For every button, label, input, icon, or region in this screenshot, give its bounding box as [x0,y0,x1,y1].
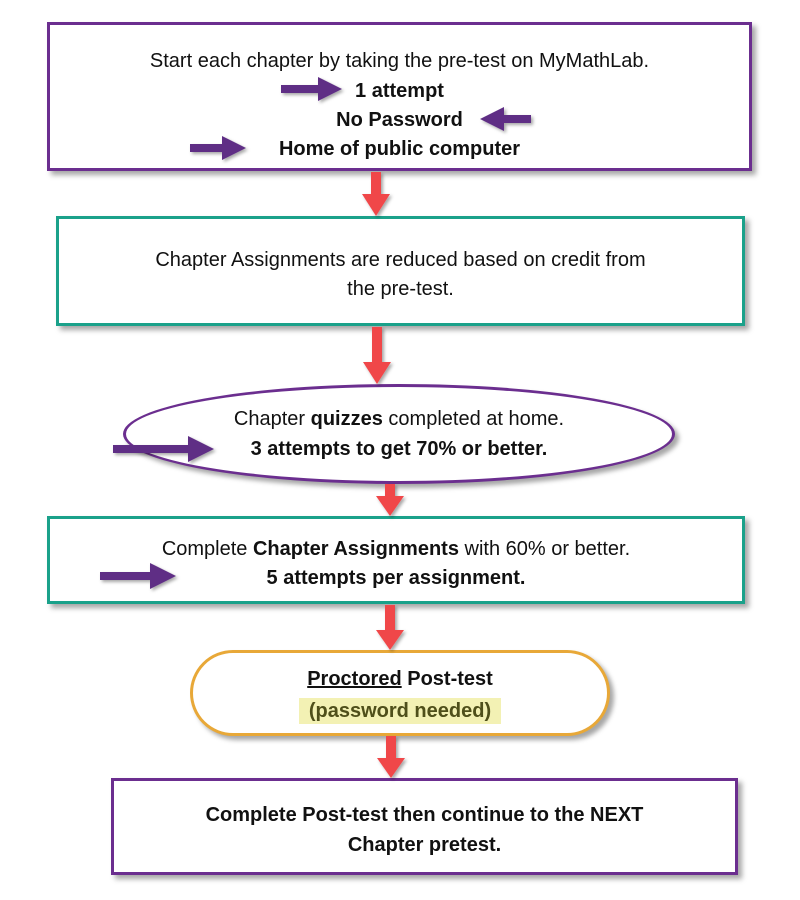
password-needed-line: (password needed) [193,697,607,726]
red-down-arrow-icon [376,605,404,650]
red-down-arrow-icon [363,327,391,384]
posttest-keyword: Post-test [401,668,493,690]
quizzes-keyword: quizzes [310,408,383,430]
quizzes-line1-prefix: Chapter [233,408,311,430]
proctored-posttest-pill: Proctored Post-test (password needed) [190,650,610,736]
assignment-attempts-text: 5 attempts per assignment. [266,567,526,589]
location-text: Home of public computer [278,138,521,160]
quizzes-ellipse: Chapter quizzes completed at home. 3 att… [123,384,675,484]
password-text: No Password [336,109,463,131]
red-down-arrow-icon [362,172,390,216]
complete-assignments-line1: Complete Chapter Assignments with 60% or… [50,535,742,564]
complete-assignments-suffix: with 60% or better. [458,538,631,560]
assignments-reduced-line1: Chapter Assignments are reduced based on… [155,249,646,271]
next-chapter-line2: Chapter pretest. [347,834,502,856]
password-needed-highlight: (password needed) [298,698,502,724]
red-down-arrow-icon [376,484,404,516]
complete-assignments-box: Complete Chapter Assignments with 60% or… [47,516,745,604]
proctored-keyword: Proctored [307,668,402,690]
pretest-step-box: Start each chapter by taking the pre-tes… [47,22,752,171]
quizzes-line1: Chapter quizzes completed at home. [126,405,672,434]
pretest-instruction-text: Start each chapter by taking the pre-tes… [149,50,650,72]
quiz-attempts-text: 3 attempts to get 70% or better. [250,438,548,460]
next-chapter-box: Complete Post-test then continue to the … [111,778,738,875]
attempts-text: 1 attempt [355,80,444,102]
proctored-posttest-title: Proctored Post-test [193,665,607,694]
complete-assignments-prefix: Complete [161,538,253,560]
red-down-arrow-icon [377,736,405,778]
chapter-assignments-keyword: Chapter Assignments [252,538,459,560]
next-chapter-line1: Complete Post-test then continue to the … [205,804,644,826]
assignments-reduced-line2: the pre-test. [347,278,454,300]
quizzes-line1-suffix: completed at home. [382,408,565,430]
assignments-reduced-box: Chapter Assignments are reduced based on… [56,216,745,326]
